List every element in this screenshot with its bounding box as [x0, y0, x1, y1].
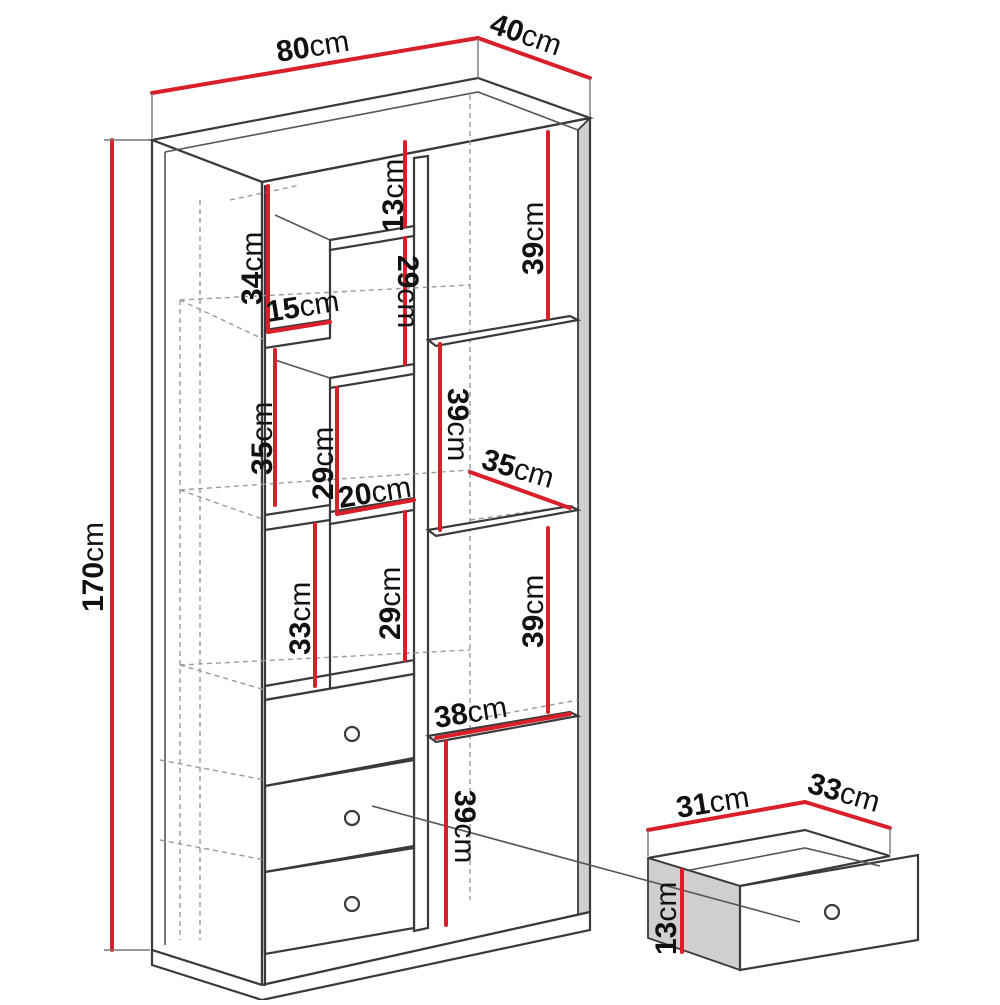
cabinet-inner-back	[164, 91, 579, 153]
label-low-left: 33cm	[284, 582, 317, 655]
small-shelf-4	[263, 503, 332, 532]
small-shelf-3	[328, 362, 416, 390]
drawer-detail	[371, 805, 920, 972]
small-shelves	[263, 214, 416, 702]
drawer-callout-line	[371, 805, 801, 923]
cabinet-plinth	[150, 910, 592, 1002]
dim-line-small-shelf	[266, 320, 332, 334]
dim-line-drawer-depth	[803, 800, 892, 830]
drawers	[263, 672, 416, 956]
drawer-knob-3	[343, 895, 361, 913]
dimension-lines	[104, 36, 892, 954]
dim-line-mid-shelf	[335, 498, 416, 516]
label-drawer-width: 31cm	[674, 781, 752, 825]
drawer-knob-2	[343, 809, 361, 827]
dim-line-width	[150, 36, 480, 95]
label-mid-mid: 29cm	[307, 427, 340, 500]
small-shelf-2	[263, 318, 332, 350]
label-low-mid: 29cm	[374, 567, 407, 640]
label-small-shelf: 15cm	[264, 285, 342, 329]
right-shelf-2	[425, 504, 582, 538]
right-shelves	[425, 314, 582, 744]
right-shelf-1	[425, 314, 582, 348]
label-top-left: 34cm	[236, 232, 269, 305]
label-right-low: 39cm	[517, 575, 550, 648]
cabinet-right-side	[577, 115, 591, 918]
label-top-small: 13cm	[377, 159, 410, 232]
label-mid-shelf: 20cm	[336, 471, 414, 515]
drawer-knob-1	[343, 725, 361, 743]
label-right-bottom: 39cm	[448, 790, 481, 863]
label-right-top: 39cm	[517, 202, 550, 275]
label-height: 170cm	[77, 522, 110, 612]
label-top-mid: 29cm	[391, 255, 424, 328]
dim-line-depth	[476, 36, 592, 80]
label-mid-left: 35cm	[246, 402, 279, 475]
label-right-mid: 39cm	[441, 388, 474, 461]
drawer-detail-knob	[823, 903, 841, 921]
label-drawer-height: 13cm	[650, 882, 683, 955]
dim-line-right-shelf-depth	[468, 470, 572, 510]
label-width: 80cm	[274, 25, 352, 69]
dim-line-drawer-width	[646, 800, 807, 832]
label-right-shelf-width: 38cm	[432, 691, 510, 735]
drawer-front-1	[263, 672, 416, 788]
small-shelf-1	[328, 224, 416, 252]
dim-line-right-shelf-width	[434, 712, 572, 740]
label-drawer-depth: 33cm	[804, 767, 884, 819]
